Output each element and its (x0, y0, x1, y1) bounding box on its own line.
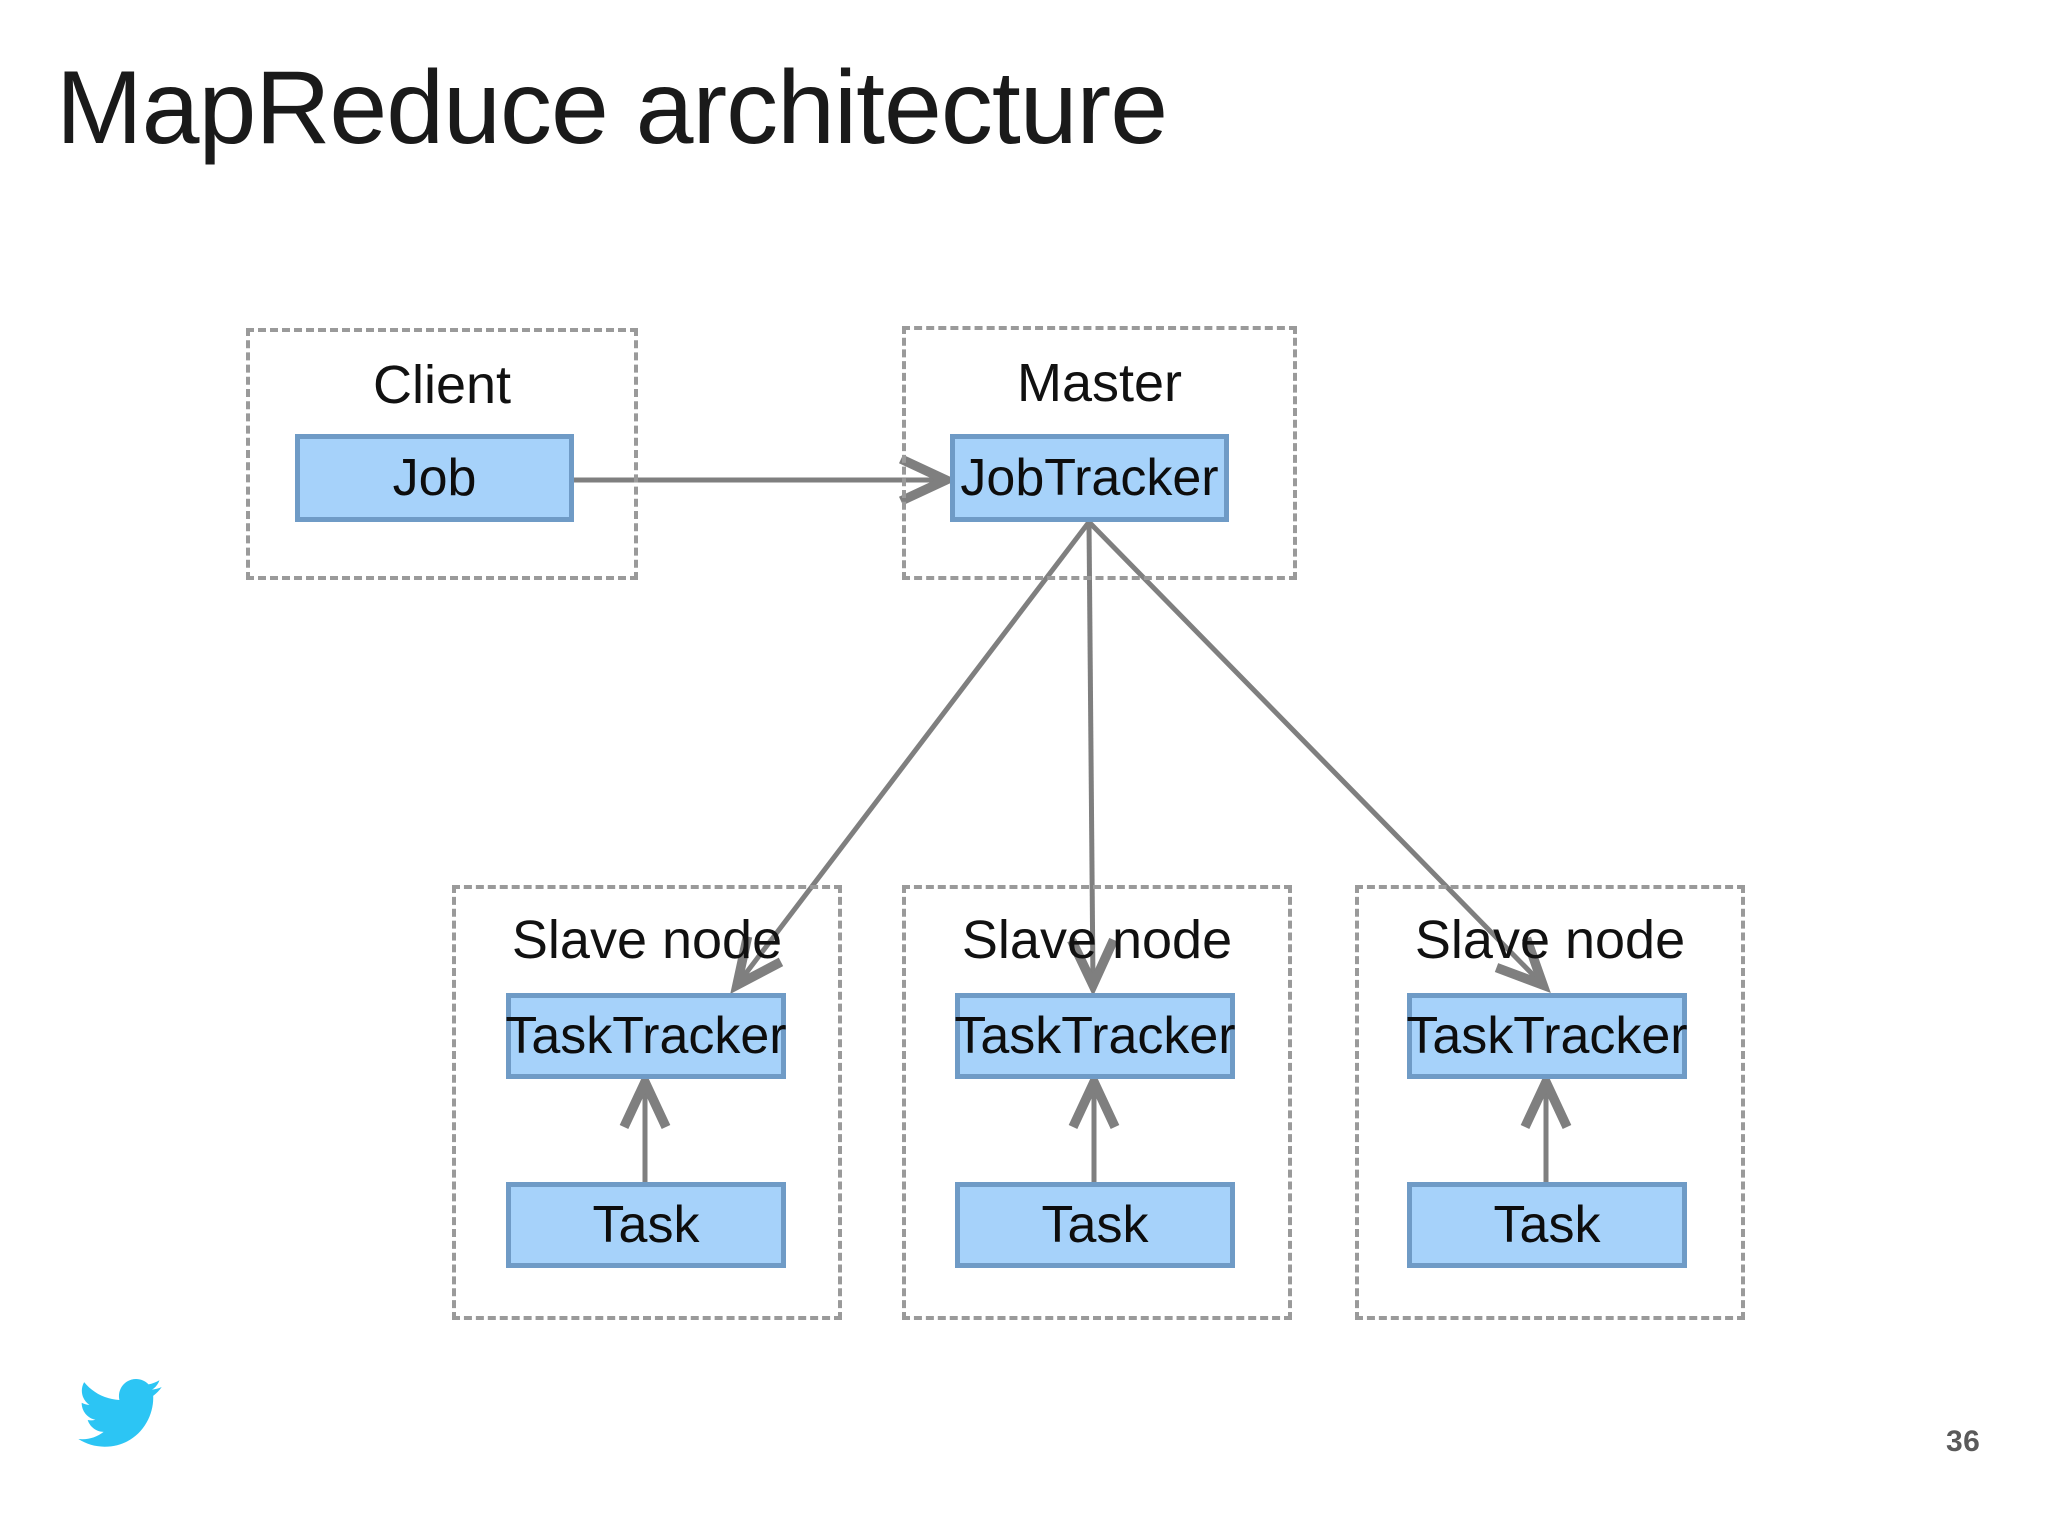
twitter-bird-icon (78, 1378, 162, 1447)
node-jobtracker[interactable]: JobTracker (950, 434, 1229, 522)
group-slave-node-2-label: Slave node (961, 910, 1233, 970)
page-number: 36 (1946, 1425, 1981, 1458)
node-task-3[interactable]: Task (1407, 1182, 1687, 1268)
group-slave-node-3: Slave node (1355, 885, 1745, 1320)
group-client-label: Client (372, 355, 512, 415)
node-tasktracker-1[interactable]: TaskTracker (505, 993, 787, 1079)
node-tasktracker-3[interactable]: TaskTracker (1406, 993, 1688, 1079)
group-slave-node-3-label: Slave node (1414, 910, 1686, 970)
node-tasktracker-2[interactable]: TaskTracker (954, 993, 1236, 1079)
group-master: Master (902, 326, 1297, 580)
group-client: Client (246, 328, 638, 580)
node-task-2[interactable]: Task (955, 1182, 1235, 1268)
page-title: MapReduce architecture (56, 50, 1168, 166)
group-slave-node-1: Slave node (452, 885, 842, 1320)
node-task-1[interactable]: Task (506, 1182, 786, 1268)
group-slave-node-1-label: Slave node (511, 910, 783, 970)
group-master-label: Master (1016, 353, 1183, 413)
node-job[interactable]: Job (295, 434, 574, 522)
group-slave-node-2: Slave node (902, 885, 1292, 1320)
